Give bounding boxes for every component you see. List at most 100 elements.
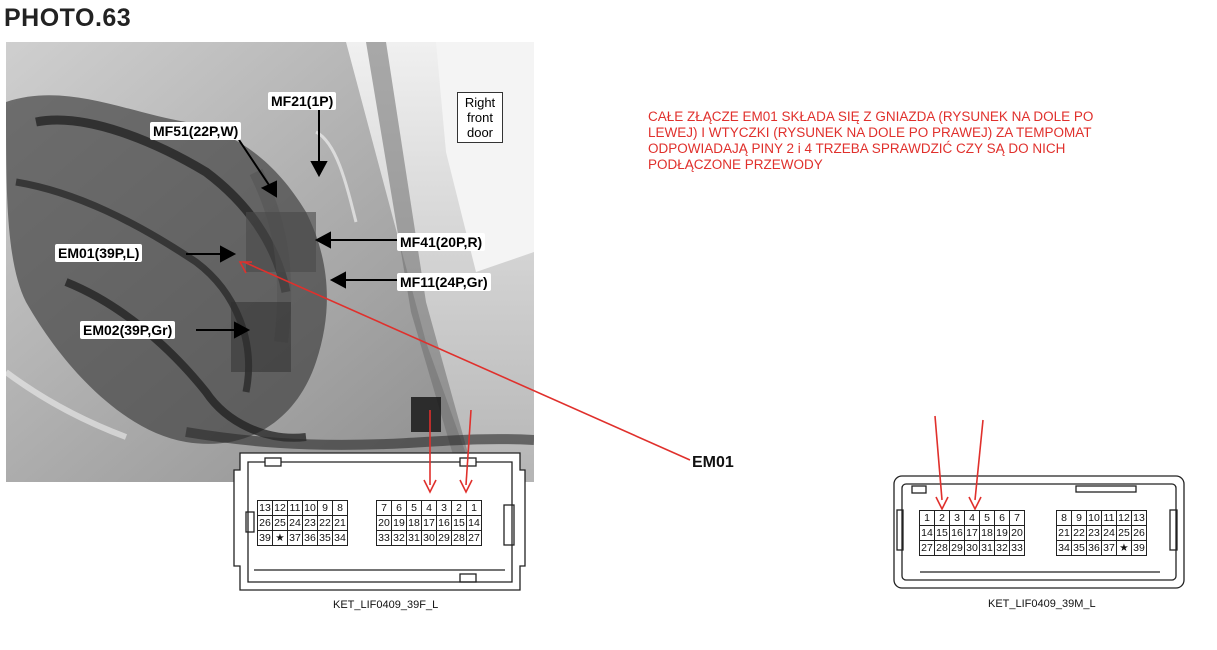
pin-cell: 15 xyxy=(934,525,950,541)
pin-cell: 32 xyxy=(994,540,1010,556)
pin-cell: ★ xyxy=(272,530,288,546)
pin-cell: 5 xyxy=(406,500,422,516)
pin-cell: 6 xyxy=(391,500,407,516)
pin-cell: 14 xyxy=(919,525,935,541)
pin-cell: 9 xyxy=(317,500,333,516)
pin-cell: 19 xyxy=(391,515,407,531)
pin-cell: 25 xyxy=(272,515,288,531)
pin-cell: 24 xyxy=(1101,525,1117,541)
pin-cell: 29 xyxy=(949,540,965,556)
door-line-3: door xyxy=(466,125,494,140)
note-line: PODŁĄCZONE PRZEWODY xyxy=(648,157,823,172)
pin-cell: 33 xyxy=(1009,540,1025,556)
label-right-front-door: Right front door xyxy=(457,92,503,143)
pin-cell: 3 xyxy=(436,500,452,516)
pin-cell: 1 xyxy=(466,500,482,516)
door-line-2: front xyxy=(466,110,493,125)
pin-cell: 12 xyxy=(272,500,288,516)
pin-cell: 22 xyxy=(1071,525,1087,541)
pin-cell: 24 xyxy=(287,515,303,531)
pin-cell: 28 xyxy=(451,530,467,546)
label-mf11: MF11(24P,Gr) xyxy=(397,273,491,291)
pin-cell: 35 xyxy=(1071,540,1087,556)
pin-cell: 16 xyxy=(949,525,965,541)
pin-cell: 10 xyxy=(302,500,318,516)
pin-cell: 7 xyxy=(376,500,392,516)
pin-cell: 3 xyxy=(949,510,965,526)
annotation-note: CAŁE ZŁĄCZE EM01 SKŁADA SIĘ Z GNIAZDA (R… xyxy=(648,109,1188,173)
pin-cell: 1 xyxy=(919,510,935,526)
pin-cell: 19 xyxy=(994,525,1010,541)
left-connector-caption: KET_LIF0409_39F_L xyxy=(333,599,439,611)
pin-cell: 23 xyxy=(1086,525,1102,541)
pin-cell: 21 xyxy=(1056,525,1072,541)
right-connector-caption: KET_LIF0409_39M_L xyxy=(988,598,1096,610)
pin-cell: 2 xyxy=(934,510,950,526)
pin-cell: 17 xyxy=(421,515,437,531)
pin-cell: 31 xyxy=(979,540,995,556)
pin-cell: 26 xyxy=(257,515,273,531)
pin-cell: 34 xyxy=(332,530,348,546)
pin-cell: 36 xyxy=(302,530,318,546)
pin-cell: 8 xyxy=(332,500,348,516)
pin-cell: 7 xyxy=(1009,510,1025,526)
pin-cell: 27 xyxy=(919,540,935,556)
pin-cell: 39 xyxy=(1131,540,1147,556)
pin-cell: 23 xyxy=(302,515,318,531)
pin-cell: 29 xyxy=(436,530,452,546)
pin-cell: 9 xyxy=(1071,510,1087,526)
label-mf21: MF21(1P) xyxy=(268,92,337,110)
pin-cell: 5 xyxy=(979,510,995,526)
engine-bay-photo: MF21(1P) MF51(22P,W) EM01(39P,L) MF41(20… xyxy=(6,42,534,482)
pin-cell: 34 xyxy=(1056,540,1072,556)
pin-cell: 32 xyxy=(391,530,407,546)
pin-cell: 4 xyxy=(964,510,980,526)
pin-cell: 28 xyxy=(934,540,950,556)
pin-cell: 20 xyxy=(376,515,392,531)
label-em01: EM01(39P,L) xyxy=(55,244,143,262)
pin-cell: 18 xyxy=(979,525,995,541)
pin-cell: 31 xyxy=(406,530,422,546)
photo-title: PHOTO.63 xyxy=(4,4,132,32)
note-line: LEWEJ) I WTYCZKI (RYSUNEK NA DOLE PO PRA… xyxy=(648,125,1092,140)
pin-cell: 39 xyxy=(257,530,273,546)
pin-cell: 22 xyxy=(317,515,333,531)
pin-cell: 12 xyxy=(1116,510,1132,526)
pin-cell: 26 xyxy=(1131,525,1147,541)
pin-cell: 30 xyxy=(421,530,437,546)
door-line-1: Right xyxy=(464,95,496,110)
pin-cell: 21 xyxy=(332,515,348,531)
note-line: CAŁE ZŁĄCZE EM01 SKŁADA SIĘ Z GNIAZDA (R… xyxy=(648,109,1094,124)
pin-cell: 4 xyxy=(421,500,437,516)
pin-cell: 10 xyxy=(1086,510,1102,526)
pin-cell: 15 xyxy=(451,515,467,531)
pin-cell: 20 xyxy=(1009,525,1025,541)
pin-cell: 11 xyxy=(1101,510,1117,526)
pin-cell: 16 xyxy=(436,515,452,531)
pin-cell: 11 xyxy=(287,500,303,516)
pin-cell: 2 xyxy=(451,500,467,516)
pin-cell: 27 xyxy=(466,530,482,546)
pin-cell: 30 xyxy=(964,540,980,556)
pin-cell: 33 xyxy=(376,530,392,546)
note-line: ODPOWIADAJĄ PINY 2 i 4 TRZEBA SPRAWDZIĆ … xyxy=(648,141,1066,156)
pin-cell: 18 xyxy=(406,515,422,531)
label-em02: EM02(39P,Gr) xyxy=(80,321,176,339)
pin-cell: 37 xyxy=(287,530,303,546)
label-mf51: MF51(22P,W) xyxy=(150,122,242,140)
em01-callout-label: EM01 xyxy=(692,454,734,471)
pin-cell: ★ xyxy=(1116,540,1132,556)
pin-cell: 17 xyxy=(964,525,980,541)
pin-cell: 35 xyxy=(317,530,333,546)
